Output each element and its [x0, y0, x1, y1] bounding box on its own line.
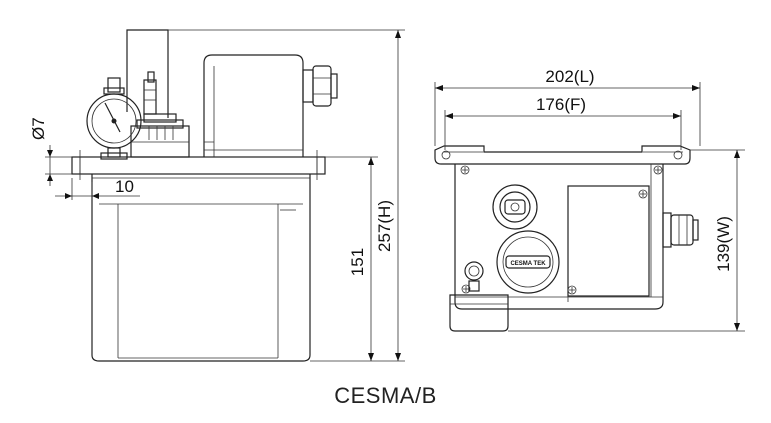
gauge-top	[464, 261, 484, 292]
tank-height-label: 151	[348, 248, 367, 276]
mounting-ears	[434, 145, 691, 165]
strainer-cap	[492, 184, 538, 230]
mounting-flange	[71, 156, 326, 175]
flange-label: 176(F)	[536, 95, 586, 114]
screws	[460, 165, 663, 295]
offset-label: 10	[115, 177, 134, 196]
hole-diameter-label: Ø7	[29, 117, 48, 140]
model-caption: CESMA/B	[334, 383, 437, 408]
reservoir-column	[126, 29, 169, 118]
top-view: CESMA TEK	[434, 145, 699, 332]
motor-housing	[203, 54, 304, 157]
width-label: 139(W)	[714, 216, 733, 272]
cable-gland	[302, 65, 338, 107]
top-body	[454, 164, 664, 310]
top-dimensions: 202(L) 176(F) 139(W)	[434, 67, 745, 332]
outlet-block	[449, 294, 509, 332]
length-label: 202(L)	[545, 67, 594, 86]
cable-gland-top	[662, 212, 699, 248]
front-view	[71, 29, 338, 362]
cap-label: CESMA TEK	[510, 261, 546, 267]
height-label: 257(H)	[375, 200, 394, 252]
filler-cap	[130, 113, 190, 158]
tank-body	[91, 178, 311, 362]
front-dimensions: Ø7 10 257(H) 151	[29, 29, 405, 362]
motor-cover	[567, 185, 650, 297]
pressure-gauge	[86, 77, 142, 160]
label-cap: CESMA TEK	[496, 230, 560, 294]
